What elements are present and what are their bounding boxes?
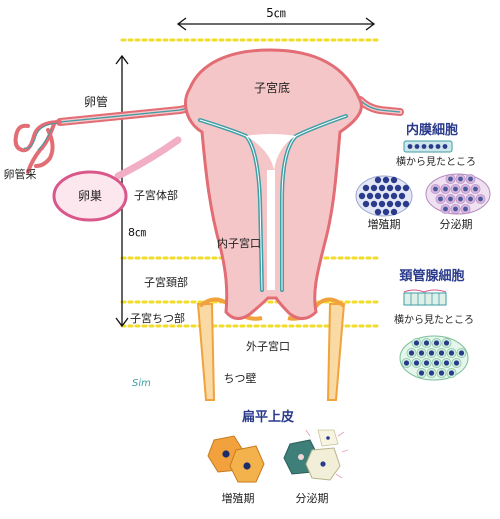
endometrial-cells-panel: 内膜細胞 横から見たところ 増殖期 分泌期: [356, 122, 490, 231]
portio-label: 子宮ちつ部: [130, 311, 185, 325]
external-os-label: 外子宮口: [246, 339, 290, 353]
cervical-gland-cells-icon: [400, 336, 468, 380]
artist-signature: Sim: [132, 378, 151, 389]
endometrial-side-view-icon: [404, 141, 452, 152]
internal-os-label: 内子宮口: [217, 236, 261, 250]
squamous-secretory-label: 分泌期: [296, 492, 329, 505]
squamous-secretory-cells-icon: [284, 430, 348, 480]
width-label: 5㎝: [266, 6, 286, 20]
cervical-title: 頚管腺細胞: [398, 268, 464, 284]
ovarian-ligament: [118, 140, 178, 176]
uterine-body-label: 子宮体部: [134, 188, 178, 202]
cervical-cells-panel: 頚管腺細胞 横から見たところ: [394, 268, 474, 380]
fimbria-coils: [16, 122, 60, 172]
squamous-proliferative-label: 増殖期: [222, 492, 255, 505]
vaginal-wall-label: ちつ壁: [224, 371, 257, 385]
squamous-proliferative-cells-icon: [208, 436, 264, 482]
endometrial-secretory-cells-icon: [426, 174, 490, 214]
isthmus-label: 子宮頚部: [144, 275, 188, 289]
fimbria-label: 卵管采: [4, 167, 37, 181]
height-label: 8㎝: [128, 226, 146, 239]
fundus-label: 子宮底: [254, 80, 290, 95]
endometrial-proliferative-label: 増殖期: [368, 218, 401, 231]
squamous-epithelium-panel: 扁平上皮 増殖期 分泌期: [208, 409, 348, 505]
endometrial-proliferative-cells-icon: [356, 176, 412, 216]
endometrial-secretory-label: 分泌期: [440, 218, 473, 231]
squamous-title: 扁平上皮: [242, 409, 294, 425]
ovary-label: 卵巣: [78, 189, 102, 203]
cervical-side-view-icon: [404, 290, 446, 305]
oviduct-label: 卵管: [84, 94, 108, 109]
endometrial-side-view-label: 横から見たところ: [396, 155, 476, 168]
endometrial-title: 内膜細胞: [406, 122, 458, 138]
cervical-side-view-label: 横から見たところ: [394, 313, 474, 326]
